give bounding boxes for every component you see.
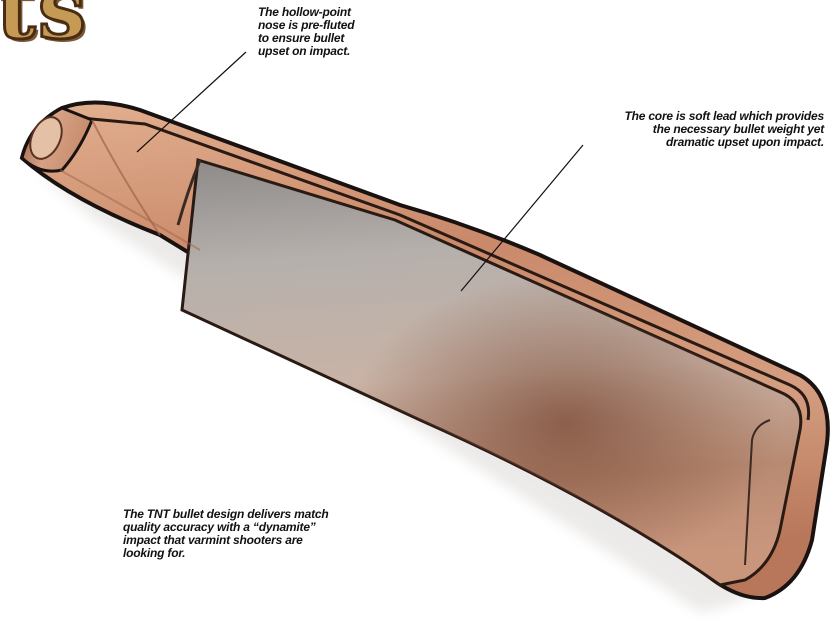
caption-tnt-design: The TNT bullet design delivers match qua… [123, 508, 363, 560]
caption-lead-core: The core is soft lead which provides the… [520, 110, 824, 149]
caption-hollow-point-nose: The hollow-point nose is pre-fluted to e… [258, 6, 398, 58]
